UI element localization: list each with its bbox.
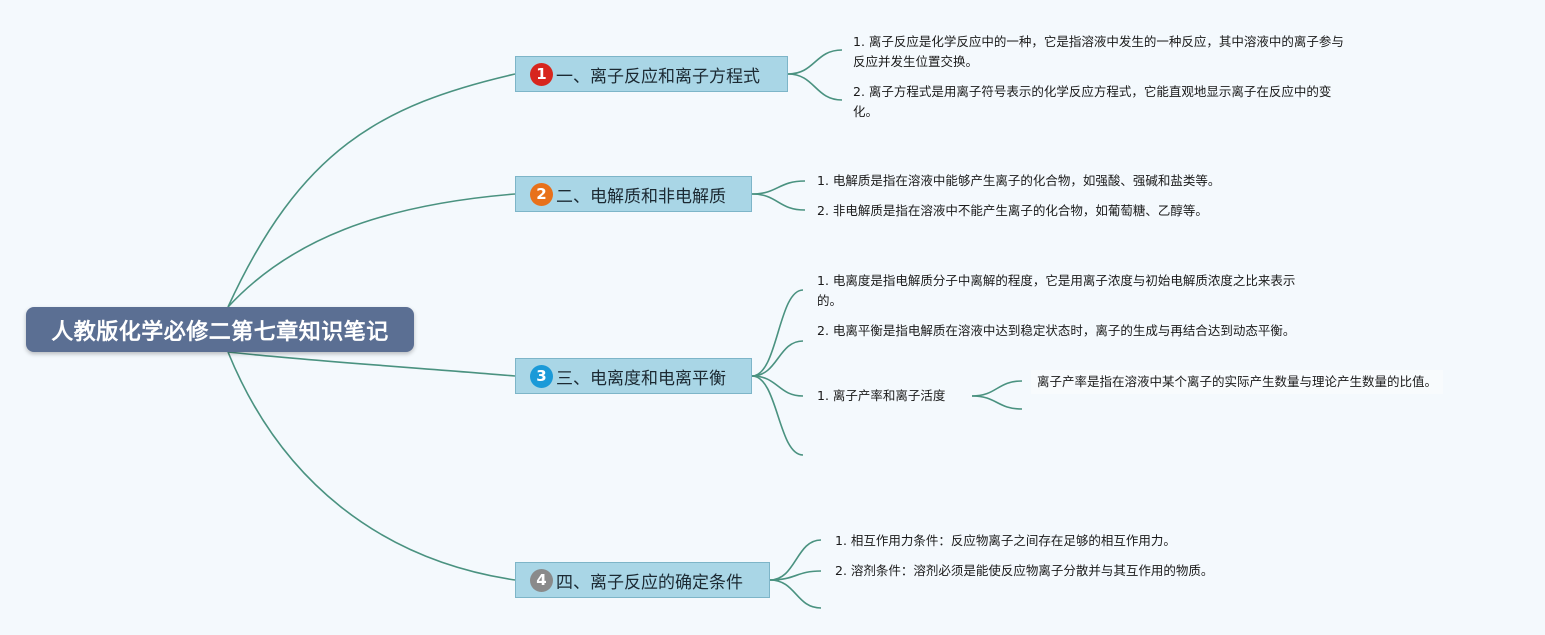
connector-sub-item-upper	[971, 380, 1023, 397]
branch-3-sub-item[interactable]: 离子产率是指在溶液中某个离子的实际产生数量与理论产生数量的比值。	[1031, 370, 1444, 394]
branch-label: 二、电解质和非电解质	[556, 186, 726, 207]
connector-sub-item-lower	[971, 395, 1023, 410]
priority-4-badge-icon: 4	[530, 568, 553, 592]
branch-topic-1[interactable]: 1 一、离子反应和离子方程式	[515, 56, 788, 92]
priority-2-badge-icon: 2	[530, 182, 553, 206]
branch-2-item-1[interactable]: 1. 电解质是指在溶液中能够产生离子的化合物，如强酸、强碱和盐类等。	[817, 173, 1221, 188]
branch-topic-3[interactable]: 3 三、电离度和电离平衡	[515, 358, 752, 394]
branch-label: 一、离子反应和离子方程式	[556, 66, 760, 87]
priority-1-badge-icon: 1	[530, 62, 553, 86]
connector-branch-4-item-1	[769, 539, 822, 581]
branch-3-item-3[interactable]: 1. 离子产率和离子活度	[817, 388, 946, 403]
connector-root-branch-4	[227, 351, 516, 581]
connector-branch-1-item-2	[787, 73, 843, 101]
branch-3-item-2[interactable]: 2. 电离平衡是指电解质在溶液中达到稳定状态时，离子的生成与再结合达到动态平衡。	[817, 323, 1296, 338]
connector-root-branch-3	[227, 351, 516, 377]
connector-branch-3-item-2	[751, 340, 804, 377]
branch-topic-4[interactable]: 4 四、离子反应的确定条件	[515, 562, 770, 598]
connector-root-branch-1	[227, 73, 516, 308]
root-topic[interactable]: 人教版化学必修二第七章知识笔记	[26, 307, 414, 352]
branch-1-item-2[interactable]: 2. 离子方程式是用离子符号表示的化学反应方程式，它能直观地显示离子在反应中的变…	[853, 84, 1332, 119]
branch-4-item-1[interactable]: 1. 相互作用力条件：反应物离子之间存在足够的相互作用力。	[835, 533, 1176, 548]
branch-2-item-2[interactable]: 2. 非电解质是指在溶液中不能产生离子的化合物，如葡萄糖、乙醇等。	[817, 203, 1208, 218]
branch-label: 三、电离度和电离平衡	[556, 368, 726, 389]
connector-branch-4-item-3	[769, 579, 822, 609]
branch-1-item-1[interactable]: 1. 离子反应是化学反应中的一种，它是指溶液中发生的一种反应，其中溶液中的离子参…	[853, 34, 1344, 69]
connector-branch-2-item-1	[751, 180, 806, 195]
branch-topic-2[interactable]: 2 二、电解质和非电解质	[515, 176, 752, 212]
connector-branch-3-item-3	[751, 375, 804, 397]
priority-3-badge-icon: 3	[530, 364, 553, 388]
branch-3-item-1[interactable]: 1. 电离度是指电解质分子中离解的程度，它是用离子浓度与初始电解质浓度之比来表示…	[817, 273, 1296, 308]
connector-branch-1-item-1	[787, 49, 843, 75]
connector-branch-3-item-1	[751, 289, 804, 377]
connector-root-branch-2	[227, 193, 516, 308]
branch-4-item-2[interactable]: 2. 溶剂条件：溶剂必须是能使反应物离子分散并与其互作用的物质。	[835, 563, 1214, 578]
connector-branch-2-item-2	[751, 193, 806, 211]
branch-label: 四、离子反应的确定条件	[556, 572, 743, 593]
connector-branch-3-item-4	[751, 375, 804, 456]
